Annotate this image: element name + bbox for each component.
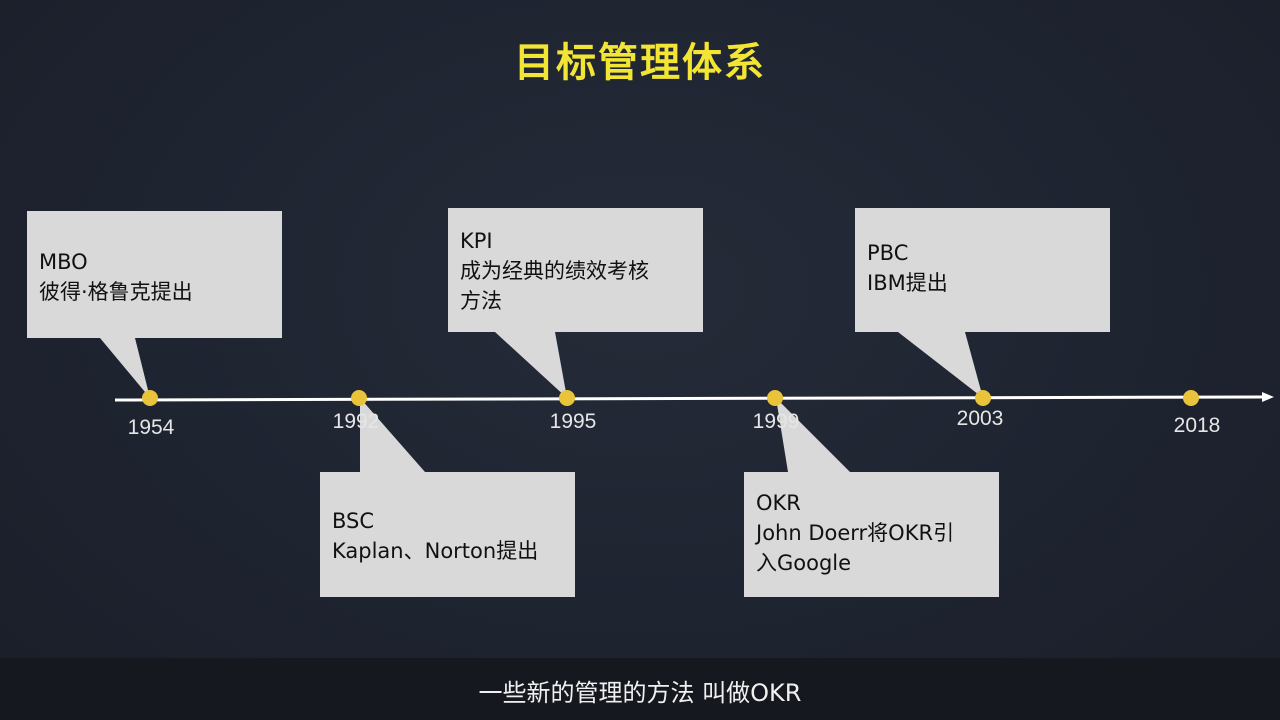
callout-pointer-pbc (898, 332, 983, 398)
year-label-1992: 1992 (332, 410, 380, 433)
year-label-1995: 1995 (549, 410, 597, 433)
caption-bar (0, 658, 1280, 720)
timeline-dot-1999 (767, 390, 783, 406)
callout-kpi-title: KPI (460, 229, 493, 253)
timeline-arrowhead (1262, 392, 1274, 402)
callout-bsc: BSC Kaplan、Norton提出 (320, 472, 575, 597)
callout-okr-desc-line1: John Doerr将OKR引 (756, 521, 955, 545)
callout-pointer-kpi (495, 332, 567, 398)
timeline-dot-2003 (975, 390, 991, 406)
callout-okr-title: OKR (756, 491, 801, 515)
year-label-2018: 2018 (1173, 414, 1221, 437)
video-caption: 一些新的管理的方法 叫做OKR (478, 679, 802, 707)
timeline-dot-1995 (559, 390, 575, 406)
callout-pbc: PBC IBM提出 (855, 208, 1110, 332)
callout-pointer-bsc (360, 398, 425, 472)
callout-mbo-desc: 彼得·格鲁克提出 (39, 280, 193, 304)
callout-kpi-desc-line1: 成为经典的绩效考核 (460, 259, 649, 283)
timeline-dot-2018 (1183, 390, 1199, 406)
callout-bsc-title: BSC (332, 509, 375, 533)
callout-okr: OKR John Doerr将OKR引 入Google (744, 472, 999, 597)
timeline-dot-1954 (142, 390, 158, 406)
callout-okr-desc-line2: 入Google (756, 551, 852, 575)
callout-pointer-okr (776, 398, 850, 472)
year-label-2003: 2003 (956, 407, 1004, 430)
callout-bsc-desc: Kaplan、Norton提出 (332, 539, 539, 563)
timeline-axis (114, 395, 1263, 402)
callout-pbc-title: PBC (867, 241, 909, 265)
callout-mbo-title: MBO (39, 250, 88, 274)
callout-mbo: MBO 彼得·格鲁克提出 (27, 211, 282, 338)
callout-kpi: KPI 成为经典的绩效考核 方法 (448, 208, 703, 332)
year-label-1999: 1999 (752, 410, 800, 433)
slide-title: 目标管理体系 (514, 40, 766, 86)
year-label-1954: 1954 (127, 416, 175, 439)
callout-pbc-desc: IBM提出 (867, 271, 948, 295)
callout-pointer-mbo (100, 338, 150, 398)
callout-kpi-desc-line2: 方法 (460, 289, 502, 313)
timeline-dot-1992 (351, 390, 367, 406)
